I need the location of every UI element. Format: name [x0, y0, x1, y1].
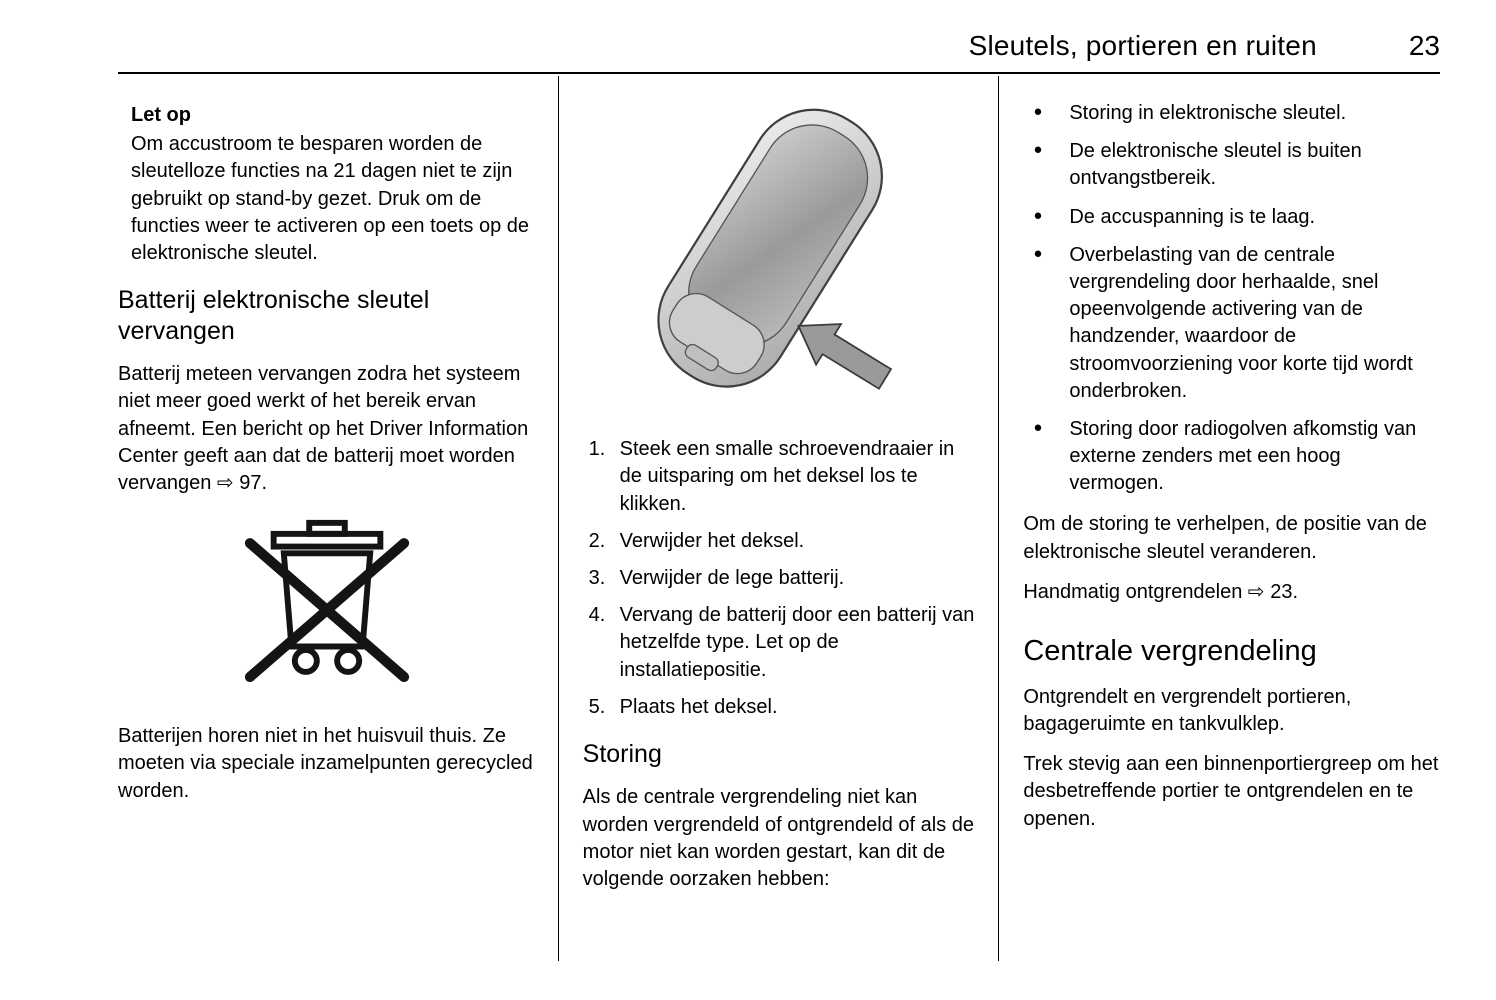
notice-block: Let op Om accustroom te besparen worden …	[118, 102, 536, 267]
battery-replace-steps: 1. Steek een smalle schroevendraaier in …	[583, 436, 977, 721]
bin-lid	[270, 530, 384, 550]
left-column: Let op Om accustroom te besparen worden …	[118, 76, 559, 961]
section-heading-central-locking: Centrale vergrendeling	[1023, 635, 1317, 667]
list-item: De elektronische sleutel is buiten ontva…	[1023, 138, 1440, 192]
cross-out-x	[244, 538, 409, 683]
key-fob-figure	[583, 98, 977, 424]
section-heading-battery-replace: Batterij elektronische sleutel vervangen	[118, 286, 430, 345]
bin-wheel-left	[291, 646, 320, 675]
storing-paragraph: Als de centrale vergrendeling niet kan w…	[582, 786, 975, 890]
list-item: Storing in elektronische sleutel.	[1023, 100, 1440, 127]
fault-causes-list: Storing in elektronische sleutel. De ele…	[1023, 100, 1440, 497]
notice-text: Om accustroom te besparen worden de sleu…	[131, 133, 530, 264]
page-number: 23	[1408, 30, 1440, 61]
list-item: Storing door radiogolven afkomstig van e…	[1023, 416, 1440, 498]
central-locking-paragraph-2: Trek stevig aan een binnenportiergreep o…	[1023, 753, 1439, 830]
step-text: Verwijder de lege batterij.	[619, 566, 845, 589]
step-text: Steek een smalle schroevendraaier in de …	[619, 438, 955, 515]
crossed-out-wheeled-bin-icon	[244, 519, 409, 683]
central-locking-paragraph-1: Ontgrendelt en vergrendelt portieren, ba…	[1023, 685, 1352, 735]
step-text: Verwijder het deksel.	[619, 529, 805, 552]
step-text: Vervang de batterij door een batterij va…	[619, 604, 975, 681]
list-item: 5. Plaats het deksel.	[583, 694, 977, 721]
manual-unlock-reference: Handmatig ontgrendelen ⇨ 23.	[1023, 580, 1299, 603]
list-item: 2. Verwijder het deksel.	[583, 528, 977, 555]
arrow-icon	[797, 323, 893, 390]
step-number: 4.	[588, 604, 606, 627]
chapter-title: Sleutels, portieren en ruiten	[968, 30, 1317, 61]
middle-column: 1. Steek een smalle schroevendraaier in …	[559, 76, 1000, 961]
content-columns: Let op Om accustroom te besparen worden …	[118, 76, 1440, 961]
fob-cover-notch	[685, 343, 720, 372]
section-heading-storing: Storing	[582, 739, 662, 768]
key-fob-illustration	[657, 108, 893, 390]
step-text: Plaats het deksel.	[619, 695, 778, 718]
list-item: Overbelasting van de centrale vergrendel…	[1023, 242, 1440, 405]
list-item: 4. Vervang de batterij door een batterij…	[583, 602, 977, 684]
page-header: Sleutels, portieren en ruiten 23	[118, 30, 1440, 74]
notice-heading: Let op	[131, 104, 191, 126]
right-column: Storing in elektronische sleutel. De ele…	[999, 76, 1440, 961]
step-number: 5.	[588, 695, 606, 718]
battery-replace-paragraph: Batterij meteen vervangen zodra het syst…	[118, 363, 529, 494]
step-number: 1.	[588, 438, 606, 461]
list-item: De accuspanning is te laag.	[1023, 204, 1440, 231]
list-item: 1. Steek een smalle schroevendraaier in …	[583, 436, 977, 518]
step-number: 2.	[588, 529, 606, 552]
battery-disposal-paragraph: Batterijen horen niet in het huisvuil th…	[118, 725, 533, 802]
weee-symbol-figure	[118, 511, 536, 707]
fault-fix-paragraph: Om de storing te verhelpen, de positie v…	[1023, 513, 1427, 563]
list-item: 3. Verwijder de lege batterij.	[583, 565, 977, 592]
step-number: 3.	[588, 566, 606, 589]
bin-wheel-right	[334, 646, 362, 675]
